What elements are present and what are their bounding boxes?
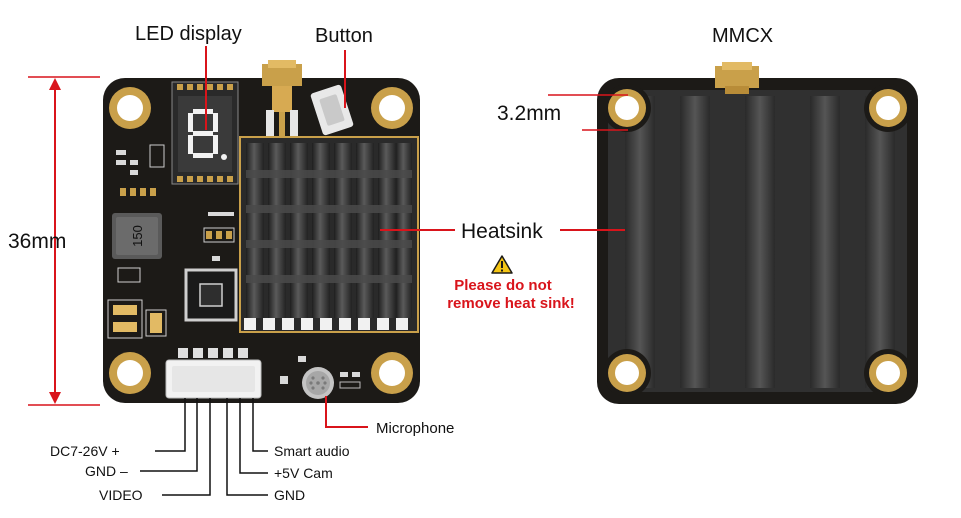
pin-label-5v-cam: +5V Cam: [274, 465, 333, 481]
mount-hole: [109, 352, 151, 394]
push-button: [310, 84, 354, 136]
mmcx-connector-front: [262, 60, 302, 140]
warning-line-1: Please do not: [454, 277, 552, 294]
pin-label-gnd-minus: GND –: [85, 463, 128, 479]
pin-leaders: [140, 398, 268, 496]
dimension-3-2mm-lines: [548, 94, 628, 131]
warning-line-2: remove heat sink!: [447, 295, 575, 312]
dimension-3-2mm-label: 3.2mm: [497, 102, 561, 125]
back-board: [597, 62, 918, 404]
back-fins: [625, 96, 895, 388]
microphone-pointer: [325, 396, 368, 428]
mount-hole: [371, 87, 413, 129]
mount-hole: [603, 349, 651, 397]
microphone-component: [280, 356, 361, 399]
pin-label-gnd: GND: [274, 487, 305, 503]
ic-chip: [184, 268, 238, 322]
mmcx-label: MMCX: [712, 25, 773, 47]
button-label: Button: [315, 25, 373, 47]
mount-hole: [109, 87, 151, 129]
led-display: [171, 81, 239, 185]
mount-hole: [603, 84, 651, 132]
pin-label-dc: DC7-26V +: [50, 443, 120, 459]
edge-pads: [244, 318, 408, 330]
pin-label-video: VIDEO: [99, 487, 143, 503]
heatsink-ribs: [246, 170, 412, 283]
pin-label-smart-audio: Smart audio: [274, 443, 350, 459]
smd-components: [116, 144, 235, 261]
heatsink-label: Heatsink: [461, 220, 543, 243]
mount-hole: [864, 84, 912, 132]
warning-triangle-icon: [491, 255, 513, 274]
heatsink-fins: [246, 143, 412, 318]
dimension-36mm-label: 36mm: [8, 230, 66, 253]
front-board: 150: [103, 60, 420, 403]
seven-segment-digit: [188, 109, 227, 160]
mmcx-connector-back: [715, 62, 759, 94]
inductor-code: 150: [130, 225, 145, 247]
mount-hole: [864, 349, 912, 397]
dimension-36mm: [28, 76, 100, 406]
microphone-label: Microphone: [376, 420, 454, 437]
heatsink-front: [239, 136, 419, 333]
smd-components-lower: [107, 267, 167, 339]
mount-hole: [371, 352, 413, 394]
inductor: 150: [112, 213, 162, 259]
led-display-label: LED display: [135, 23, 242, 45]
pin-connector: [165, 348, 262, 399]
